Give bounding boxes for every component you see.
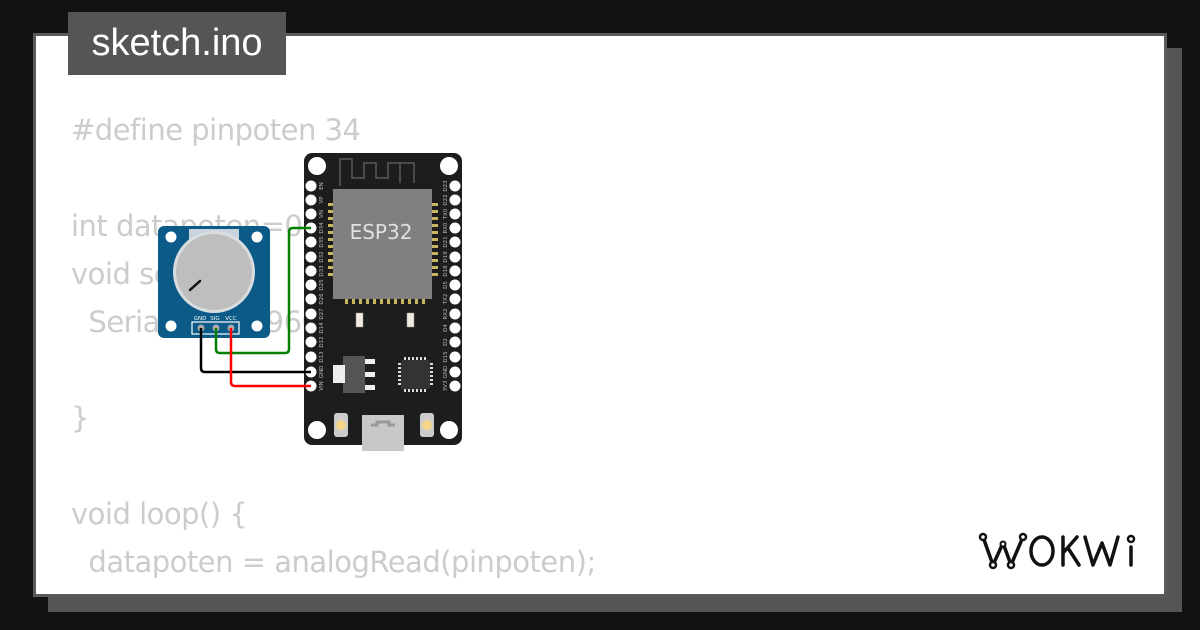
code-line: Serial.println(datapoten); [71,586,596,594]
svg-text:D4: D4 [443,324,449,332]
mount-hole [251,320,263,332]
svg-text:EN: EN [319,182,325,190]
potentiometer[interactable]: GND SIG VCC [158,226,270,338]
svg-text:GND: GND [194,316,207,322]
svg-text:D18: D18 [443,265,449,277]
left-pin-labels: EN VP VN D34 D35 D32 D33 D25 D26 D27 D14… [319,182,325,391]
svg-text:D12: D12 [319,336,325,347]
wokwi-logo [978,532,1136,570]
svg-text:D15: D15 [443,351,449,363]
usb-port [362,415,404,451]
svg-text:VCC: VCC [225,316,237,322]
mount-hole [251,231,263,243]
esp32-board[interactable]: ESP32 [304,153,462,451]
led-icon [406,312,415,328]
voltage-regulator [333,356,375,393]
svg-text:D35: D35 [319,236,325,248]
svg-text:VIN: VIN [319,381,325,391]
svg-text:TX2: TX2 [443,294,449,306]
en-button[interactable] [420,413,434,437]
chip-label: ESP32 [350,220,413,244]
svg-text:SIG: SIG [210,316,219,322]
knob-indicator [188,279,202,292]
pot-knob[interactable] [176,234,252,310]
file-title-tab: sketch.ino [68,12,286,75]
mount-hole [165,320,177,332]
wires [199,226,311,388]
svg-text:RX2: RX2 [443,308,449,319]
svg-text:D27: D27 [319,308,325,320]
code-line: datapoten = analogRead(pinpoten); [71,545,596,579]
svg-text:D13: D13 [319,351,325,363]
svg-text:D22: D22 [443,194,449,205]
esp32-left-pin-header [305,180,317,392]
code-line: } [71,401,89,435]
pot-pin-labels: GND SIG VCC [194,316,237,322]
esp32-right-pin-header [449,180,461,392]
svg-text:3V3: 3V3 [443,380,449,391]
svg-text:GND: GND [319,366,325,379]
svg-text:D19: D19 [443,251,449,263]
svg-text:RX0: RX0 [443,222,449,234]
right-pin-labels: D23 D22 TX0 RX0 D21 D19 D18 D5 TX2 RX2 D… [443,180,449,392]
svg-text:D21: D21 [443,236,449,247]
svg-text:D32: D32 [319,251,325,262]
svg-text:D2: D2 [443,338,449,346]
chip-pads [328,203,438,304]
boot-button[interactable] [334,413,348,437]
svg-text:VN: VN [319,210,325,218]
antenna-icon [339,158,415,186]
svg-text:D26: D26 [319,293,325,305]
usb-chip [398,357,433,392]
code-line: #define pinpoten 34 [71,113,361,147]
svg-text:D5: D5 [443,281,449,289]
wire-sig[interactable] [214,226,311,355]
code-line: void loop() { [71,497,248,531]
svg-text:D34: D34 [319,222,325,234]
wire-gnd[interactable] [199,328,311,374]
svg-text:D33: D33 [319,265,325,277]
code-line [71,442,596,490]
svg-text:GND: GND [443,366,449,379]
svg-text:D14: D14 [319,322,325,334]
mount-hole [165,231,177,243]
svg-text:TX0: TX0 [443,208,449,220]
svg-text:D23: D23 [443,180,449,192]
wire-vcc[interactable] [229,328,311,388]
led-icon [355,312,364,328]
esp32-chip [333,189,432,299]
svg-text:VP: VP [319,196,325,204]
svg-text:D25: D25 [319,279,325,291]
